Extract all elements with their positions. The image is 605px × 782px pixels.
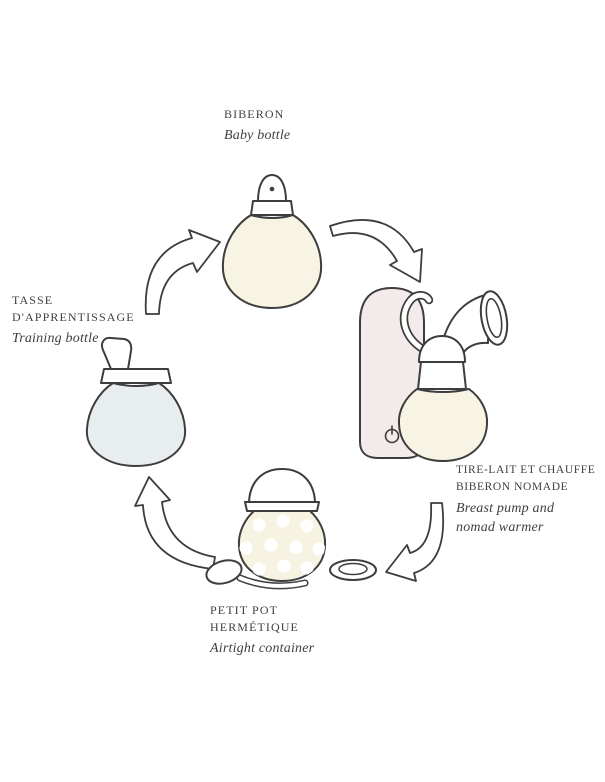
- jar-lid-illustration: [329, 559, 377, 581]
- label-tire-lait-en-line2: nomad warmer: [456, 520, 544, 535]
- cup-collar: [100, 368, 172, 384]
- nipple-hole: [269, 186, 275, 192]
- label-tire-lait-fr-line2: BIBERON NOMADE: [456, 481, 569, 493]
- lid-disc-inner: [338, 562, 368, 576]
- label-petit-pot-fr-line2: HERMÉTIQUE: [210, 620, 299, 634]
- label-biberon-fr: BIBERON: [224, 107, 285, 121]
- training-bottle-illustration: [85, 336, 187, 467]
- label-biberon: BIBERON Baby bottle: [224, 106, 290, 145]
- label-petit-pot-fr-line1: PETIT POT: [210, 603, 279, 617]
- bottle-body: [221, 214, 323, 309]
- cycle-arrow-right-down: [385, 502, 445, 582]
- bottle-collar: [250, 200, 294, 216]
- cycle-arrow-left-up: [144, 229, 221, 315]
- label-tasse-en: Training bottle: [12, 331, 99, 346]
- label-petit-pot: PETIT POT HERMÉTIQUE Airtight container: [210, 602, 314, 658]
- label-tasse: TASSE D'APPRENTISSAGE Training bottle: [12, 292, 135, 348]
- lid-disc-outer: [329, 559, 377, 581]
- label-tasse-fr-line1: TASSE: [12, 293, 54, 307]
- arrow-shape: [385, 502, 445, 582]
- spoon-illustration: [205, 559, 309, 590]
- arrow-shape: [329, 219, 423, 283]
- cycle-arrow-bottom-left: [134, 476, 216, 570]
- breast-pump-and-warmer-illustration: [359, 287, 509, 462]
- label-petit-pot-en: Airtight container: [210, 641, 315, 656]
- pump-flange-inner: [485, 297, 503, 339]
- label-tasse-fr-line2: D'APPRENTISSAGE: [12, 310, 135, 324]
- jar-rim: [244, 501, 320, 512]
- pump-collar: [417, 361, 467, 390]
- pump-bottle-body: [397, 388, 489, 462]
- pump-handle: [399, 291, 434, 357]
- label-tire-lait-en-line1: Breast pump and: [456, 501, 555, 516]
- sippy-spout: [101, 336, 133, 370]
- jar-polka-dots: [239, 514, 326, 576]
- label-biberon-en: Baby bottle: [224, 128, 291, 143]
- label-tire-lait-fr-line1: TIRE-LAIT ET CHAUFFE: [456, 464, 596, 476]
- cycle-arrow-top-right: [329, 219, 423, 283]
- pump-diaphragm-dome: [418, 335, 466, 363]
- spoon-bowl: [205, 559, 243, 585]
- airtight-jar-illustration: [237, 468, 327, 582]
- jar-dome-lid: [248, 468, 316, 503]
- arrow-shape: [144, 229, 221, 315]
- power-icon: [384, 425, 400, 444]
- label-tire-lait: TIRE-LAIT ET CHAUFFE BIBERON NOMADE Brea…: [456, 462, 595, 537]
- baby-bottle-illustration: [221, 174, 323, 309]
- arrow-shape: [134, 476, 216, 570]
- cup-body: [85, 382, 187, 467]
